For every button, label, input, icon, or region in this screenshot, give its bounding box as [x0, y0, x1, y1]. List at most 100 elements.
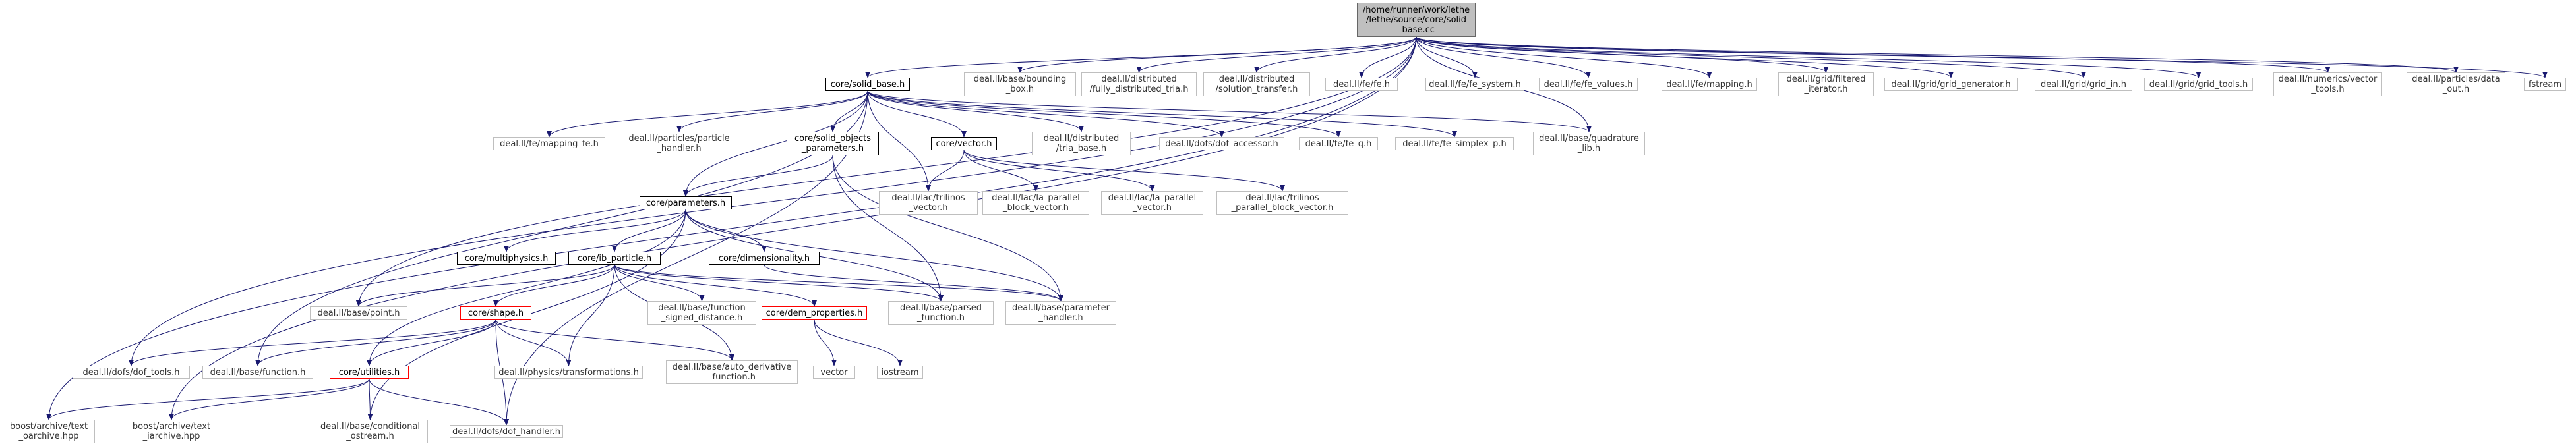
edge-vector_h-to-la_parallel_vector	[963, 150, 1155, 192]
edge-solid_base_h-to-trilinos_vector	[867, 90, 931, 192]
node-parsed-function-h: deal.II/base/parsed _function.h	[888, 301, 994, 325]
edge-solid_base_h-to-dof_accessor	[867, 90, 1224, 138]
node-parameter-handler-h: deal.II/base/parameter _handler.h	[1005, 301, 1116, 325]
node-fe-q-h: deal.II/fe/fe_q.h	[1299, 137, 1378, 150]
edge-solid_objects_parameters-to-parsed_function	[832, 155, 944, 302]
edge-root-to-dof_tools	[129, 36, 1417, 366]
node-fstream: fstream	[2524, 78, 2566, 91]
node-grid-in-h: deal.II/grid/grid_in.h	[2035, 78, 2132, 91]
edge-root-to-text_oarchive	[46, 36, 1417, 420]
node-bounding-box-h: deal.II/base/bounding _box.h	[964, 72, 1076, 96]
node-solution-transfer-h: deal.II/distributed /solution_transfer.h	[1203, 72, 1310, 96]
edge-ib_particle-to-dem_properties	[614, 264, 817, 307]
node-grid-tools-h: deal.II/grid/grid_tools.h	[2144, 78, 2253, 91]
edge-vector_h-to-trilinos_parallel_block_vector	[963, 150, 1285, 192]
node-text-iarchive-hpp: boost/archive/text _iarchive.hpp	[119, 420, 224, 443]
edge-shape_h-to-auto_derivative_function	[495, 319, 734, 361]
node-la-parallel-block-vector-h: deal.II/lac/la_parallel _block_vector.h	[982, 191, 1089, 215]
node-fe-system-h: deal.II/fe/fe_system.h	[1425, 78, 1524, 91]
node-core-utilities-h[interactable]: core/utilities.h	[330, 366, 409, 379]
node-core-dimensionality-h[interactable]: core/dimensionality.h	[709, 252, 820, 265]
edge-solid_base_h-to-quadrature_lib	[867, 90, 1592, 132]
edge-utilities-to-text_oarchive	[46, 378, 370, 420]
node-particle-handler-h: deal.II/particles/particle _handler.h	[620, 132, 738, 155]
edge-solid_objects_parameters-to-parameter_handler	[832, 155, 1063, 302]
edge-shape_h-to-function_h	[255, 319, 496, 366]
node-tria-base-h: deal.II/distributed /tria_base.h	[1032, 132, 1131, 155]
edge-utilities-to-conditional_ostream	[367, 378, 373, 420]
edge-solid_base_h-to-function_h	[255, 90, 868, 366]
node-text-oarchive-hpp: boost/archive/text _oarchive.hpp	[3, 420, 95, 443]
edge-vector_h-to-la_parallel_block_vector	[963, 150, 1038, 192]
node-core-multiphysics-h[interactable]: core/multiphysics.h	[457, 252, 556, 265]
node-core-ib-particle-h[interactable]: core/ib_particle.h	[568, 252, 661, 265]
edge-solid_objects_parameters-to-parameters_h	[683, 155, 833, 197]
node-mapping-fe-h: deal.II/fe/mapping_fe.h	[493, 137, 605, 150]
edge-parameters_h-to-dimensionality	[685, 209, 767, 252]
node-vector: vector	[813, 366, 855, 379]
edge-root-to-vector_tools	[1416, 36, 2331, 73]
edge-parameters_h-to-utilities	[367, 209, 686, 366]
edge-ib_particle-to-transformations	[566, 264, 615, 366]
edge-solid_base_h-to-fe_simplex_p	[867, 90, 1457, 138]
node-core-shape-h[interactable]: core/shape.h	[460, 306, 531, 320]
node-core-solid-base-h[interactable]: core/solid_base.h	[825, 78, 910, 91]
node-trilinos-vector-h: deal.II/lac/trilinos _vector.h	[879, 191, 978, 215]
edge-root-to-grid_generator	[1416, 36, 1954, 78]
node-function-h: deal.II/base/function.h	[202, 366, 313, 379]
node-quadrature-lib-h: deal.II/base/quadrature _lib.h	[1533, 132, 1645, 155]
edge-root-to-fe_mapping	[1416, 36, 1712, 78]
edge-dem_properties-to-vector_std	[814, 319, 837, 366]
node-root-solid-base-cc[interactable]: /home/runner/work/lethe /lethe/source/co…	[1357, 3, 1476, 37]
edge-solid_base_h-to-fe_q	[867, 90, 1341, 138]
node-fe-values-h: deal.II/fe/fe_values.h	[1539, 78, 1638, 91]
edge-parameters_h-to-ib_particle	[612, 209, 686, 252]
edge-root-to-fstream	[1416, 36, 2548, 78]
edge-solid_base_h-to-particle_handler	[676, 90, 868, 132]
edge-ib_particle-to-parsed_function	[614, 264, 944, 302]
edge-root-to-grid_in	[1416, 36, 2086, 78]
edge-root-to-fully_distributed_tria	[1136, 36, 1417, 73]
edge-root-to-bounding_box	[1017, 36, 1417, 73]
node-data-out-h: deal.II/particles/data _out.h	[2407, 72, 2505, 96]
edge-root-to-data_out	[1416, 36, 2459, 73]
node-la-parallel-vector-h: deal.II/lac/la_parallel _vector.h	[1101, 191, 1203, 215]
node-fe-simplex-p-h: deal.II/fe/fe_simplex_p.h	[1395, 137, 1514, 150]
edge-root-to-fe_h	[1359, 36, 1417, 78]
edge-dem_properties-to-iostream	[814, 319, 903, 366]
node-core-solid-objects-parameters-h[interactable]: core/solid_objects _parameters.h	[787, 132, 879, 155]
node-dof-accessor-h: deal.II/dofs/dof_accessor.h	[1159, 137, 1284, 150]
edge-solid_base_h-to-tria_base	[867, 90, 1084, 132]
node-fe-h: deal.II/fe/fe.h	[1325, 78, 1398, 91]
edge-root-to-grid_tools	[1416, 36, 2202, 78]
edge-ib_particle-to-function_signed_distance	[614, 264, 705, 302]
edge-ib_particle-to-parameter_handler	[614, 264, 1063, 302]
edge-utilities-to-text_iarchive	[169, 378, 370, 420]
node-core-dem-properties-h[interactable]: core/dem_properties.h	[762, 306, 867, 320]
node-conditional-ostream-h: deal.II/base/conditional _ostream.h	[313, 420, 428, 443]
edge-shape_h-to-dof_tools	[129, 319, 496, 366]
edge-solid_base_h-to-vector_h	[867, 90, 967, 138]
node-vector-tools-h: deal.II/numerics/vector _tools.h	[2273, 72, 2382, 96]
node-iostream: iostream	[877, 366, 923, 379]
node-fe-mapping-h: deal.II/fe/mapping.h	[1662, 78, 1757, 91]
edge-utilities-to-dof_handler	[369, 378, 509, 426]
node-fully-distributed-tria-h: deal.II/distributed /fully_distributed_t…	[1081, 72, 1197, 96]
edge-ib_particle-to-point_h	[356, 264, 615, 307]
edge-parameters_h-to-parameter_handler	[685, 209, 1063, 302]
edge-vector_h-to-trilinos_vector	[926, 150, 965, 192]
node-dof-tools-h: deal.II/dofs/dof_tools.h	[73, 366, 190, 379]
edge-shape_h-to-utilities	[367, 319, 496, 366]
node-core-vector-h[interactable]: core/vector.h	[931, 137, 997, 150]
node-trilinos-parallel-block-vector-h: deal.II/lac/trilinos _parallel_block_vec…	[1216, 191, 1348, 215]
node-grid-generator-h: deal.II/grid/grid_generator.h	[1884, 78, 2018, 91]
edge-root-to-fe_values	[1416, 36, 1591, 78]
edge-shape_h-to-transformations	[495, 319, 572, 366]
node-filtered-iterator-h: deal.II/grid/filtered _iterator.h	[1778, 72, 1874, 96]
edge-solid_base_h-to-solid_objects_parameters	[830, 90, 868, 132]
node-point-h: deal.II/base/point.h	[310, 306, 407, 320]
node-function-signed-distance-h: deal.II/base/function _signed_distance.h	[647, 301, 756, 325]
edge-solid_base_h-to-parameters_h	[683, 90, 868, 197]
node-core-parameters-h[interactable]: core/parameters.h	[640, 196, 732, 209]
